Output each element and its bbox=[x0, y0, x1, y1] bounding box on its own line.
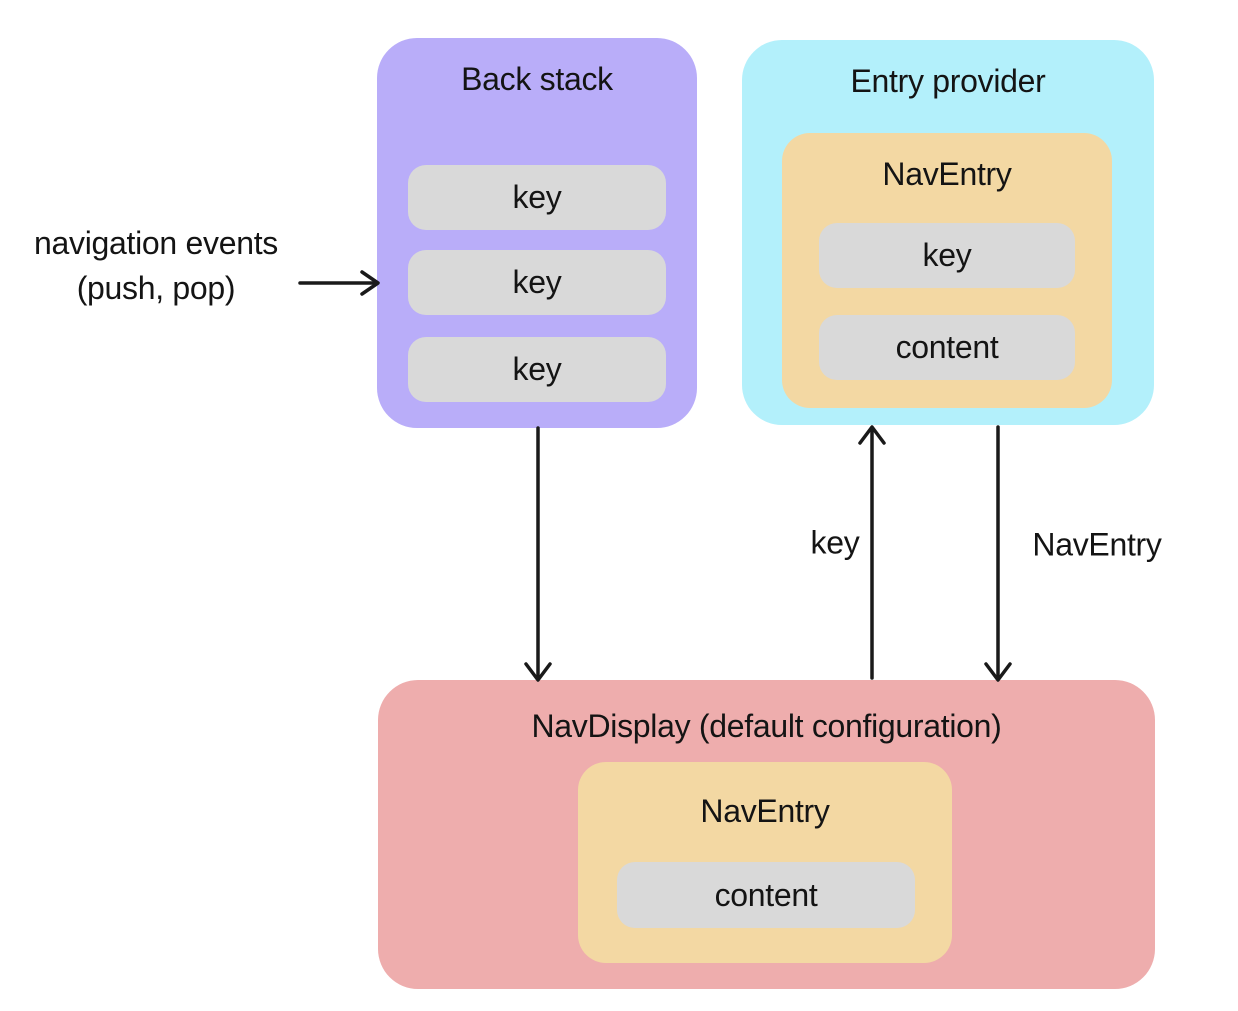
back-stack-key-pill: key bbox=[408, 165, 666, 230]
naventry-title: NavEntry bbox=[700, 793, 830, 829]
naventry-key-pill: key bbox=[819, 223, 1075, 288]
back-stack-key-pill: key bbox=[408, 337, 666, 402]
back-stack-title: Back stack bbox=[461, 61, 613, 97]
nav-display-box: NavDisplay (default configuration) NavEn… bbox=[378, 680, 1155, 989]
back-stack-key-pill: key bbox=[408, 250, 666, 315]
key-label: key bbox=[512, 351, 562, 387]
entry-provider-title: Entry provider bbox=[850, 63, 1046, 99]
back-stack-box: Back stack key key key bbox=[377, 38, 697, 428]
naventry-down-arrow bbox=[984, 425, 1012, 682]
navigation-events-line1: navigation events bbox=[34, 225, 278, 261]
nav-display-title: NavDisplay (default configuration) bbox=[531, 708, 1002, 744]
nav-display-naventry-box: NavEntry content bbox=[578, 762, 952, 963]
naventry-content-pill: content bbox=[617, 862, 915, 928]
naventry-flow-label: NavEntry bbox=[1032, 526, 1162, 563]
key-label: key bbox=[512, 264, 562, 300]
content-label: content bbox=[895, 329, 999, 365]
navigation-events-line2: (push, pop) bbox=[76, 270, 236, 306]
naventry-content-pill: content bbox=[819, 315, 1075, 380]
key-label: key bbox=[922, 237, 972, 273]
backstack-to-navdisplay-arrow bbox=[524, 426, 552, 682]
entry-provider-naventry-box: NavEntry key content bbox=[782, 133, 1112, 408]
content-label: content bbox=[714, 876, 818, 913]
entry-provider-box: Entry provider NavEntry key content bbox=[742, 40, 1154, 425]
key-label: key bbox=[512, 179, 562, 215]
key-up-arrow bbox=[858, 425, 886, 680]
navigation-events-label: navigation events (push, pop) bbox=[8, 221, 304, 311]
nav-events-arrow bbox=[298, 270, 380, 296]
key-flow-label: key bbox=[810, 524, 860, 561]
naventry-title: NavEntry bbox=[882, 156, 1012, 192]
